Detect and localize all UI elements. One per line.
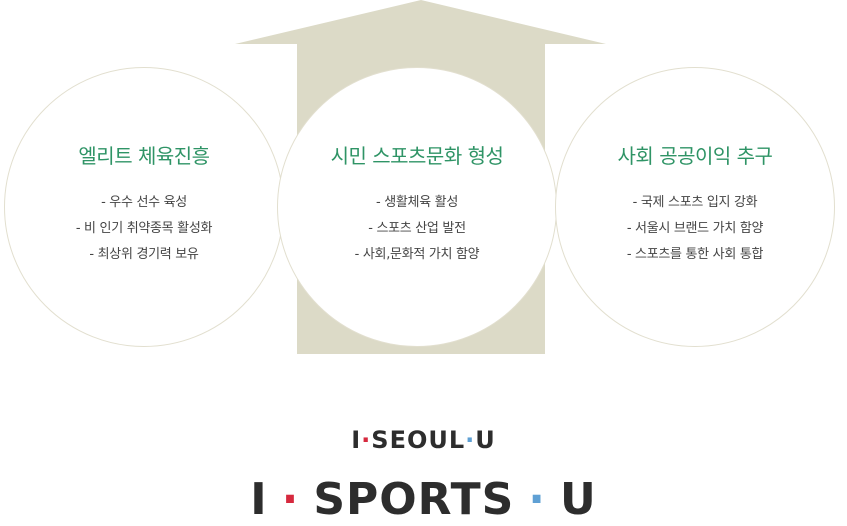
circle-title: 시민 스포츠문화 형성 xyxy=(330,144,504,168)
i-sports-u-logo: I · SPORTS · U xyxy=(0,474,847,526)
list-item: - 스포츠 산업 발전 xyxy=(368,221,466,236)
list-item: - 생활체육 활성 xyxy=(375,195,459,210)
logo-word-seoul: SEOUL xyxy=(371,426,466,454)
logo-word-sports: SPORTS xyxy=(313,474,515,525)
list-item: - 최상위 경기력 보유 xyxy=(89,247,199,262)
logo-letter-u: U xyxy=(560,474,597,525)
logo-letter-i: I xyxy=(351,426,362,454)
logo-dot-red: · xyxy=(361,426,372,454)
list-item: - 서울시 브랜드 가치 함양 xyxy=(626,221,764,236)
logo-dot-red: · xyxy=(281,474,300,525)
circle-title: 사회 공공이익 추구 xyxy=(617,144,773,168)
list-item: - 스포츠를 통한 사회 통합 xyxy=(626,247,764,262)
circle-citizen-sports-culture: 시민 스포츠문화 형성 - 생활체육 활성 - 스포츠 산업 발전 - 사회,문… xyxy=(277,67,557,347)
logo-letter-u: U xyxy=(475,426,496,454)
list-item: - 국제 스포츠 입지 강화 xyxy=(632,195,758,210)
list-item: - 비 인기 취약종목 활성화 xyxy=(75,221,213,236)
list-item: - 우수 선수 육성 xyxy=(101,195,187,210)
list-item: - 사회,문화적 가치 함양 xyxy=(354,247,480,262)
circle-item-list: - 우수 선수 육성 - 비 인기 취약종목 활성화 - 최상위 경기력 보유 xyxy=(5,190,283,268)
circle-elite-sports: 엘리트 체육진흥 - 우수 선수 육성 - 비 인기 취약종목 활성화 - 최상… xyxy=(4,67,284,347)
circle-item-list: - 생활체육 활성 - 스포츠 산업 발전 - 사회,문화적 가치 함양 xyxy=(278,190,556,268)
circle-title: 엘리트 체육진흥 xyxy=(78,144,210,168)
circle-public-interest: 사회 공공이익 추구 - 국제 스포츠 입지 강화 - 서울시 브랜드 가치 함… xyxy=(555,67,835,347)
circle-item-list: - 국제 스포츠 입지 강화 - 서울시 브랜드 가치 함양 - 스포츠를 통한… xyxy=(556,190,834,268)
logo-letter-i: I xyxy=(250,474,268,525)
logo-dot-blue: · xyxy=(528,474,547,525)
i-seoul-u-logo: I·SEOUL·U xyxy=(0,426,847,454)
logo-dot-blue: · xyxy=(465,426,476,454)
